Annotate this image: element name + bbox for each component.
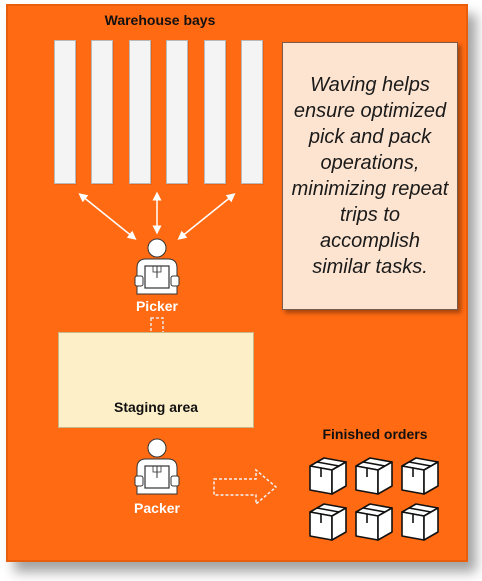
- warehouse-bay: [129, 40, 151, 184]
- warehouse-bay: [54, 40, 76, 184]
- package-box-icon: [401, 503, 439, 541]
- packer-to-orders-arrow: [213, 468, 278, 506]
- waving-note: Waving helps ensure optimized pick and p…: [282, 42, 458, 310]
- staging-area-label: Staging area: [113, 399, 199, 415]
- person-with-box-icon: [134, 238, 180, 295]
- warehouse-bay: [166, 40, 188, 184]
- warehouse-bays-title: Warehouse bays: [104, 12, 216, 28]
- staging-area: Staging area: [58, 332, 254, 428]
- package-box-icon: [355, 503, 393, 541]
- waving-note-text: Waving helps ensure optimized pick and p…: [291, 74, 449, 278]
- finished-orders-label: Finished orders: [322, 426, 428, 442]
- package-box-icon: [355, 457, 393, 495]
- package-box-icon: [309, 503, 347, 541]
- warehouse-bay: [91, 40, 113, 184]
- bay-picker-arrow: [177, 193, 236, 240]
- package-box-icon: [309, 457, 347, 495]
- person-with-box-icon: [134, 438, 180, 495]
- bay-picker-arrow: [78, 193, 137, 240]
- picker-label: Picker: [135, 298, 179, 314]
- packer-label: Packer: [134, 500, 180, 516]
- warehouse-bay: [241, 40, 263, 184]
- warehouse-bay: [204, 40, 226, 184]
- package-box-icon: [401, 457, 439, 495]
